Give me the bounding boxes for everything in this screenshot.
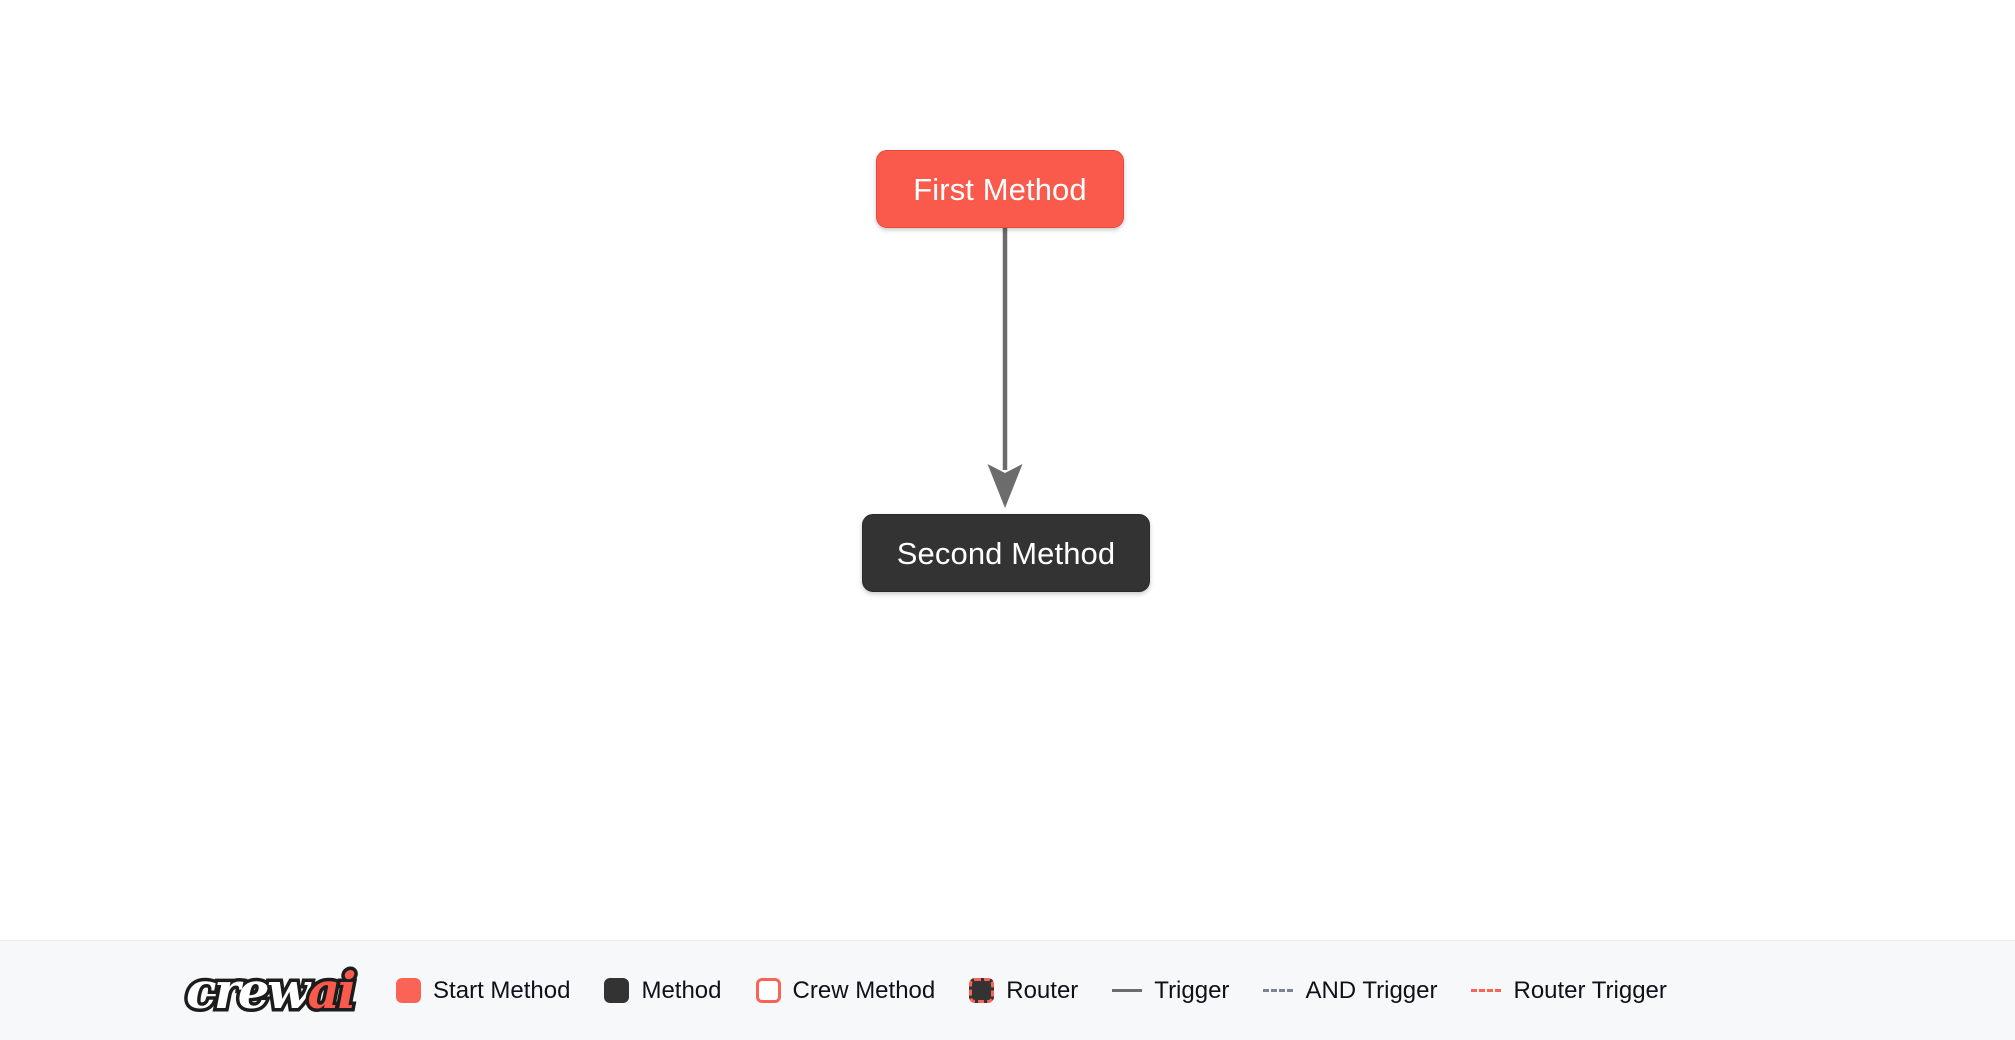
legend-item-start-method[interactable]: Start Method (396, 978, 570, 1003)
legend-item-label: Start Method (433, 976, 571, 1004)
edge-arrowhead (987, 464, 1023, 508)
legend-item-method[interactable]: Method (604, 976, 722, 1004)
edge-layer (987, 228, 1023, 508)
legend-item-crew-method[interactable]: Crew Method (755, 976, 936, 1004)
legend-item-label: Method (641, 976, 722, 1004)
start-method-swatch (396, 978, 422, 1003)
and-trigger-line-icon (1263, 989, 1294, 992)
legend-item-trigger[interactable]: Trigger (1112, 976, 1230, 1004)
legend-item-label: AND Trigger (1305, 976, 1438, 1004)
router-trigger-line-icon (1471, 989, 1502, 992)
trigger-line-icon (1112, 989, 1143, 992)
method-swatch (604, 978, 630, 1003)
legend-item-label: Crew Method (792, 976, 936, 1004)
flow-canvas[interactable]: First Method Second Method (0, 0, 2015, 940)
legend-item-and-trigger[interactable]: AND Trigger (1263, 976, 1438, 1004)
crew-method-swatch (755, 978, 781, 1003)
edge-first-to-second (987, 228, 1023, 508)
legend-item-label: Router (1006, 976, 1079, 1004)
router-swatch (969, 978, 995, 1003)
logo-text-crew: crew (183, 960, 314, 1020)
legend-item-router-trigger[interactable]: Router Trigger (1471, 976, 1667, 1004)
legend-item-router[interactable]: Router (969, 978, 1078, 1003)
legend-item-label: Router Trigger (1513, 976, 1667, 1004)
flow-node-label: First Method (913, 171, 1087, 207)
legend-item-label: Trigger (1154, 976, 1230, 1004)
flow-node-first-method[interactable]: First Method (876, 150, 1124, 228)
flow-node-label: Second Method (896, 535, 1116, 571)
logo-text-ai: ai (304, 960, 360, 1020)
flow-node-second-method[interactable]: Second Method (862, 514, 1150, 592)
